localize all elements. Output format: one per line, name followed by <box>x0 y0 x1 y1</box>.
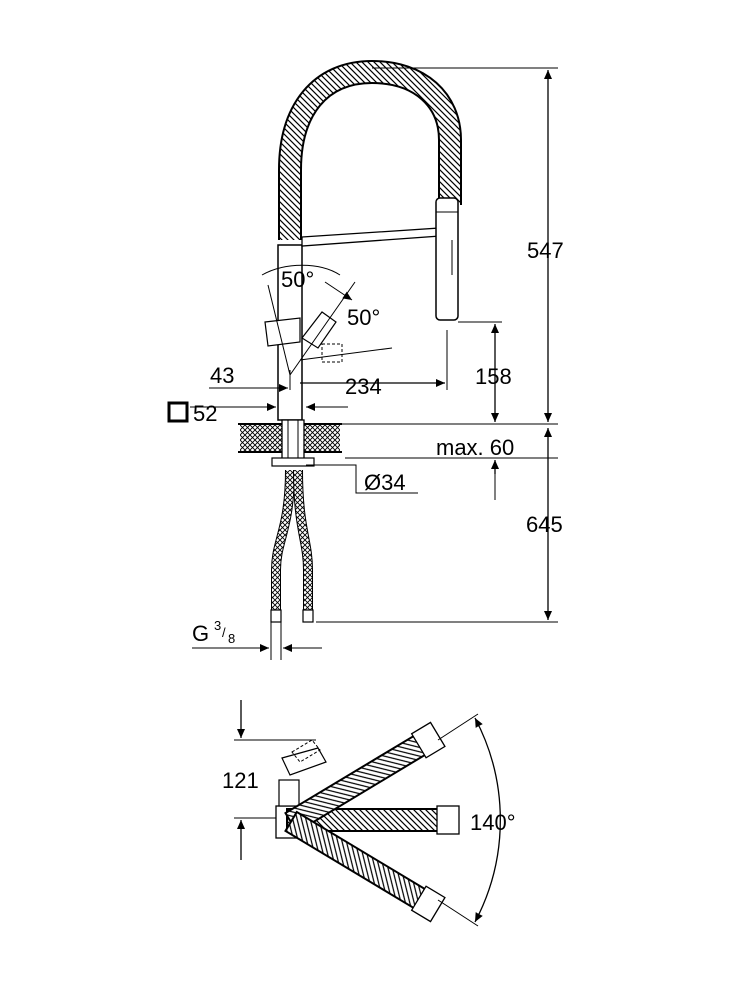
lever-top <box>281 747 327 776</box>
spray-head <box>435 197 459 321</box>
hose-length-label: 645 <box>526 512 563 537</box>
connection-fraction-num: 3 <box>214 618 221 633</box>
deck-thickness-label: max. 60 <box>436 435 514 460</box>
swivel-angle-label: 140° <box>470 810 516 835</box>
total-height-label: 547 <box>527 238 564 263</box>
spout-reach-label: 234 <box>345 374 382 399</box>
base-size-label: 52 <box>193 401 217 426</box>
connection-label: G <box>192 621 209 646</box>
connection-fraction-den: 8 <box>228 631 235 646</box>
hole-diameter-label: Ø34 <box>364 470 406 495</box>
side-view: 50° 50° 547 158 <box>167 59 564 660</box>
top-lever-offset-label: 121 <box>222 768 259 793</box>
lever-offset-label: 43 <box>210 363 234 388</box>
lever-tilt-label: 50° <box>281 267 314 292</box>
outlet-height-label: 158 <box>475 364 512 389</box>
deck-mount <box>238 419 342 467</box>
support-arm <box>301 227 441 247</box>
square-base-icon <box>167 401 189 423</box>
top-view: 121 140° <box>222 700 516 927</box>
lever-rotation-label: 50° <box>347 305 380 330</box>
connection-fraction-slash: / <box>222 625 226 640</box>
